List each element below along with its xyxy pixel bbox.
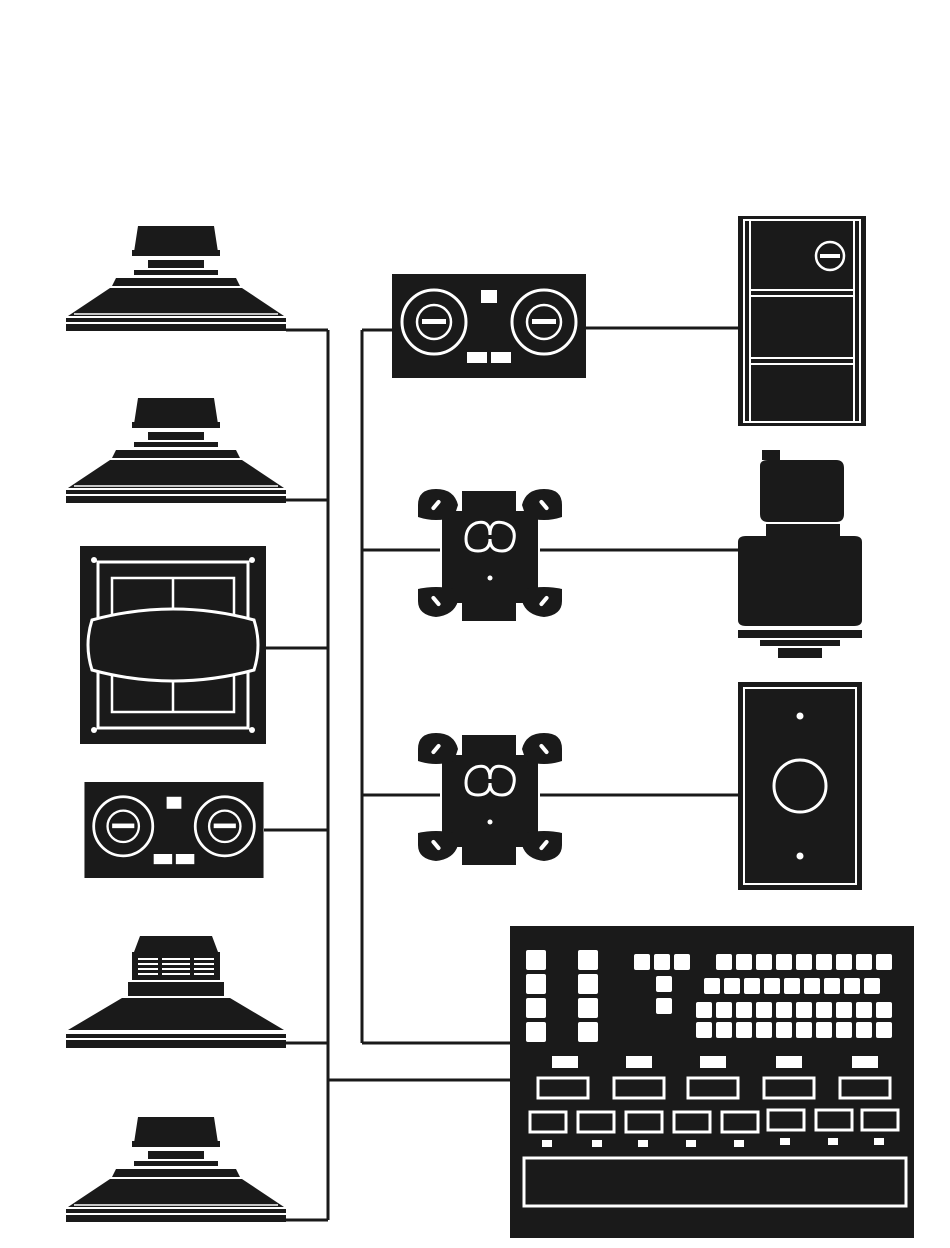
tape-deck-icon <box>392 274 586 378</box>
ceiling-speaker-icon <box>66 398 286 503</box>
horn-speaker-icon <box>738 450 862 658</box>
ceiling-speaker-icon <box>66 226 286 331</box>
control-panel-icon <box>510 926 914 1238</box>
speaker-display-icon <box>66 936 286 1048</box>
wall-speaker-icon <box>80 546 266 744</box>
ceiling-speaker-icon <box>66 1117 286 1222</box>
wall-plate-icon <box>738 682 862 890</box>
tape-deck-icon <box>84 782 263 878</box>
bracket-icon <box>418 489 562 621</box>
cabinet-icon <box>738 216 866 426</box>
bracket-icon <box>418 733 562 865</box>
